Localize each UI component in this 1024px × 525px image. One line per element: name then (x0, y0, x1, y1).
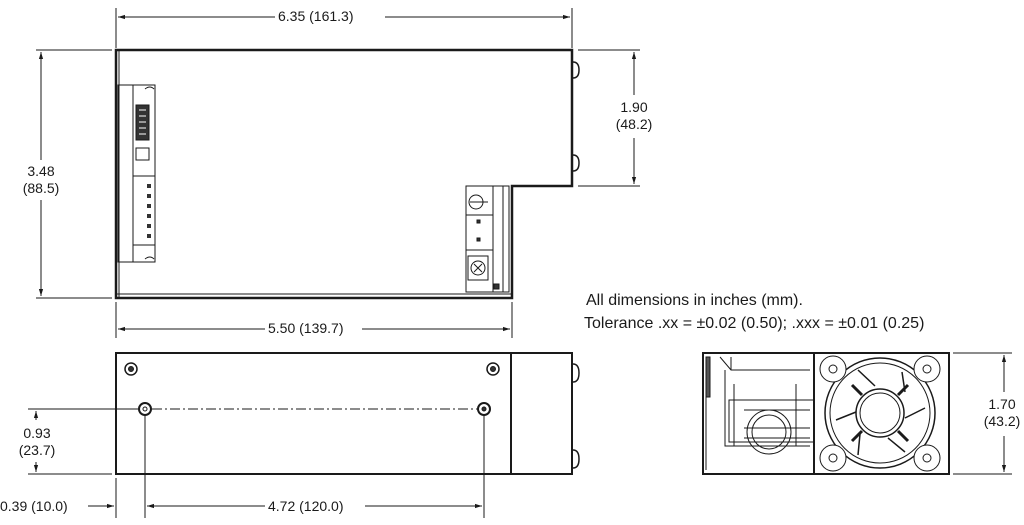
end-view-fan (702, 352, 1012, 475)
dim-body-length: 5.50 (139.7) (268, 320, 344, 337)
dim-step-width-mm: (48.2) (615, 116, 653, 132)
dim-overall-length: 6.35 (161.3) (278, 8, 354, 25)
dim-step-width: 1.90 (48.2) (611, 99, 657, 133)
dim-overall-width-in: 3.48 (27, 163, 55, 179)
terminal-block-right (465, 185, 510, 293)
dim-height-in: 1.70 (988, 396, 1016, 412)
dim-hole-height-in: 0.93 (23, 425, 51, 441)
dim-hole-offset: 0.39 (10.0) (0, 498, 68, 515)
dim-hole-height-mm: (23.7) (18, 442, 56, 458)
dim-overall-width: 3.48 (88.5) (18, 163, 64, 197)
dim-height-mm: (43.2) (983, 413, 1021, 429)
dim-step-width-in: 1.90 (620, 99, 648, 115)
dim-hole-spacing: 4.72 (120.0) (268, 498, 344, 515)
connector-block-left (117, 84, 156, 263)
note-units: All dimensions in inches (mm). (586, 292, 803, 309)
side-view (28, 352, 580, 518)
dim-height: 1.70 (43.2) (980, 396, 1024, 430)
dim-overall-width-mm: (88.5) (22, 180, 60, 196)
top-view (36, 8, 640, 338)
note-tolerance: Tolerance .xx = ±0.02 (0.50); .xxx = ±0.… (584, 315, 925, 332)
dim-hole-height: 0.93 (23.7) (14, 425, 60, 459)
fan-mount-holes (819, 355, 941, 472)
